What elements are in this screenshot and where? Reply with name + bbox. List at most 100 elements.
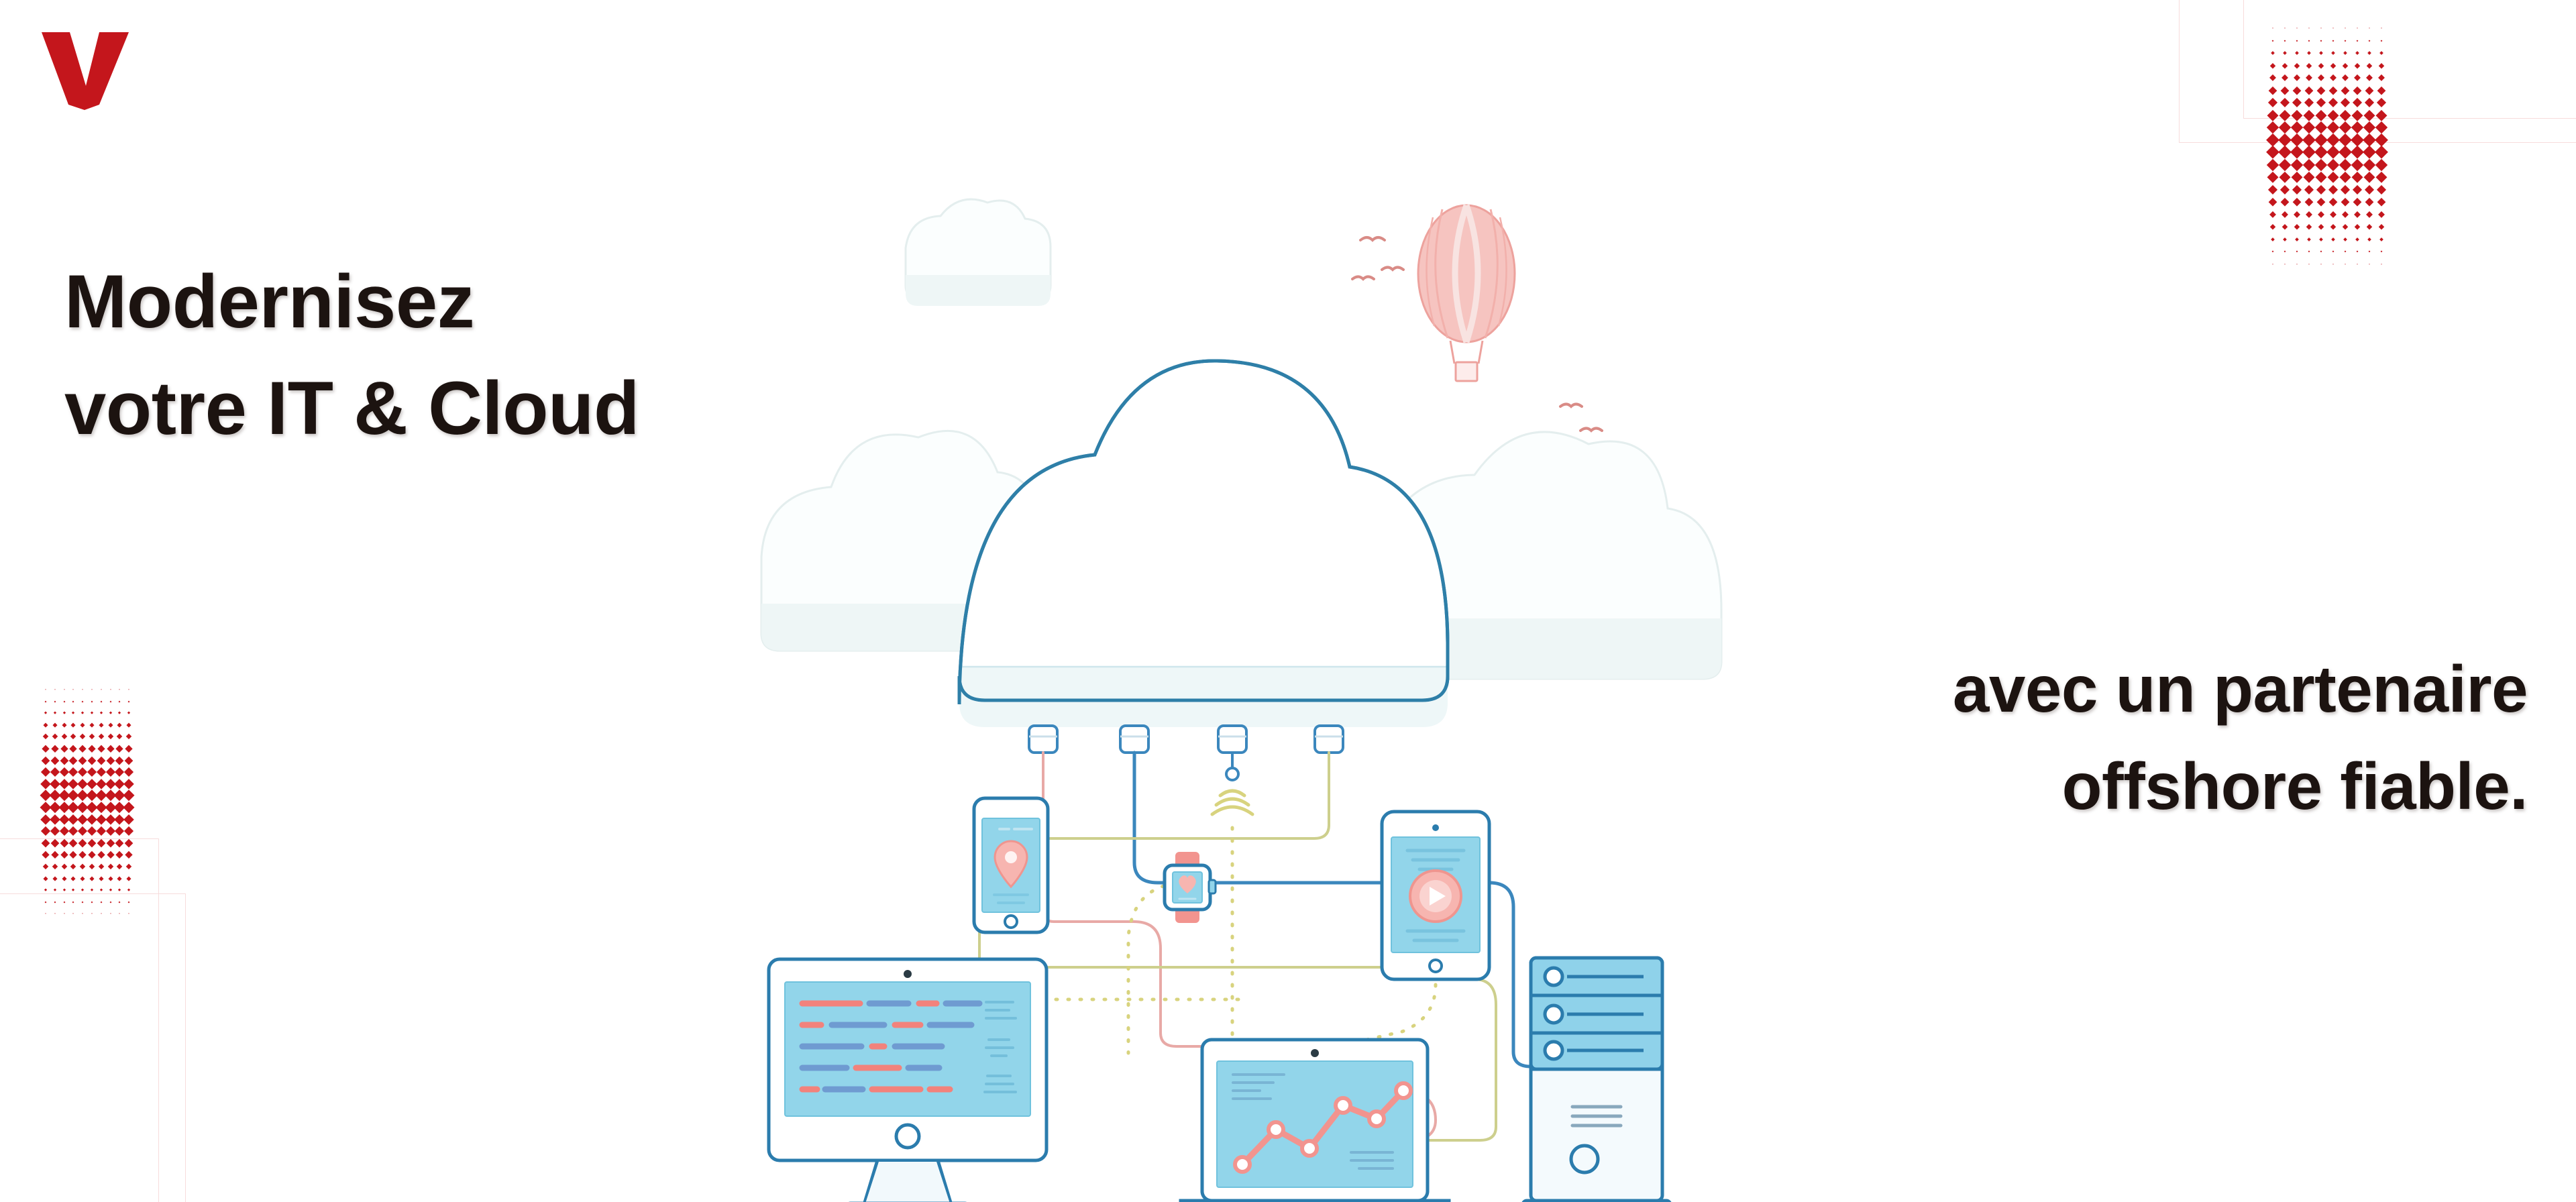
decor-dot (79, 863, 86, 870)
decor-dot (91, 689, 93, 690)
decor-dot (2271, 39, 2274, 42)
decor-dot (78, 767, 88, 777)
decor-dot (89, 733, 95, 740)
decor-dot (109, 700, 111, 702)
decor-dot (109, 888, 113, 892)
decor-dot (44, 700, 47, 702)
decor-dot (44, 888, 48, 892)
decor-dot (45, 913, 46, 915)
decor-dot (2363, 121, 2376, 134)
decor-dot (2365, 197, 2374, 207)
decor-dot (97, 851, 105, 859)
decor-dot (2357, 263, 2358, 265)
decor-dot (2272, 263, 2273, 265)
decor-dot (2267, 109, 2279, 121)
decor-dot (2369, 28, 2370, 29)
decor-dot (119, 901, 121, 904)
decor-dot (2307, 237, 2311, 241)
decor-dot (2367, 51, 2371, 55)
decor-dot (2279, 184, 2290, 195)
decor-dot (2367, 237, 2371, 241)
decor-dot (2355, 224, 2360, 229)
decor-dot (2292, 184, 2302, 195)
decor-dot (59, 767, 69, 777)
decor-dot (2365, 211, 2373, 218)
decor-dot (43, 722, 48, 728)
decor-dot (2304, 86, 2314, 95)
decor-dot (126, 876, 131, 881)
decor-dot (53, 888, 57, 892)
decor-dot (62, 711, 66, 715)
dot-grid-bottom-left (40, 689, 160, 944)
decor-dot (59, 826, 69, 836)
decor-dot (2304, 197, 2314, 207)
decor-dot (70, 733, 76, 740)
decor-dot (2290, 121, 2304, 134)
decor-dot (2269, 211, 2277, 218)
decor-dot (87, 767, 97, 777)
decor-dot (2376, 184, 2387, 195)
decor-dot (127, 888, 131, 892)
decor-dot (2328, 197, 2338, 207)
decor-dot (2341, 211, 2349, 218)
decor-dot (119, 700, 121, 702)
wifi-signal-icon (1210, 753, 1254, 816)
decor-dot (63, 901, 65, 904)
decor-dot (60, 745, 68, 753)
heart-icon (1179, 875, 1196, 893)
v-logo-icon[interactable] (35, 27, 136, 121)
decor-dot (50, 838, 60, 848)
decor-dot (99, 711, 103, 715)
decor-dot (2339, 109, 2351, 121)
decor-dot (2380, 250, 2383, 253)
decor-dot (2314, 121, 2328, 134)
decor-dot (2340, 184, 2351, 195)
decor-dot (96, 826, 106, 836)
decor-dot (51, 745, 59, 753)
decor-dot (99, 888, 103, 892)
decor-dot (2353, 86, 2362, 95)
decor-dot (2351, 109, 2363, 121)
decor-dot (2343, 62, 2348, 68)
decor-dot (43, 876, 48, 881)
decor-dot (108, 876, 113, 881)
decor-dot (2332, 28, 2334, 29)
decor-dot (97, 756, 106, 765)
decor-dot (2331, 237, 2335, 241)
decor-dot (80, 722, 85, 728)
decor-dot (123, 778, 135, 789)
decor-dot (2305, 211, 2313, 218)
decor-dot (63, 689, 65, 690)
decor-dot (2283, 51, 2287, 55)
decor-dot (119, 913, 121, 915)
decor-dot (2328, 184, 2339, 195)
smartphone-map (972, 796, 1050, 934)
decor-dot (116, 851, 123, 859)
decor-dot (2296, 39, 2298, 42)
decor-dot (44, 711, 48, 715)
decor-dot (2377, 197, 2386, 207)
decor-dot (117, 711, 121, 715)
decor-dot (2307, 51, 2311, 55)
decor-dot (42, 745, 50, 753)
decor-dot (82, 913, 84, 915)
headline-left-line1: Modernisez (64, 260, 475, 343)
decor-dot (2353, 211, 2361, 218)
decor-dot (2295, 237, 2299, 241)
decor-dot (2284, 39, 2286, 42)
decor-dot (2320, 263, 2322, 265)
decor-dot (106, 838, 115, 848)
decor-dot (2329, 211, 2337, 218)
decor-dot (127, 711, 131, 715)
decor-dot (52, 722, 58, 728)
decor-dot (2345, 28, 2346, 29)
decor-dot (2365, 86, 2374, 95)
decor-dot (68, 826, 78, 836)
decor-dot (2379, 51, 2383, 55)
dot-grid-top-right (2265, 28, 2407, 296)
decor-dot (115, 756, 124, 765)
cloud-devices-illustration (758, 168, 1818, 1202)
decor-dot (2369, 263, 2370, 265)
decor-dot (91, 700, 93, 702)
